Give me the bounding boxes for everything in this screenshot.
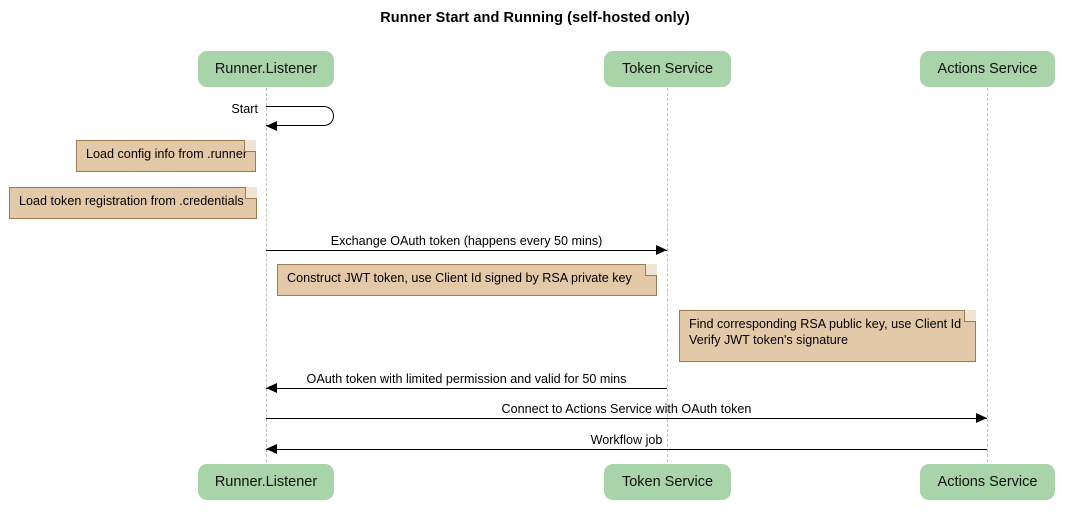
- message-label-connect-actions: Connect to Actions Service with OAuth to…: [501, 402, 752, 416]
- participant-label: Actions Service: [937, 474, 1038, 490]
- note-fold-corner-icon: [645, 264, 657, 276]
- message-line-connect-actions[interactable]: [266, 418, 987, 419]
- participant-label: Runner.Listener: [214, 474, 318, 490]
- note-text: Load token registration from .credential…: [19, 194, 244, 208]
- message-line-exchange[interactable]: [266, 250, 667, 251]
- message-line-workflow-job[interactable]: [266, 449, 987, 450]
- participant-token-bottom[interactable]: Token Service: [604, 464, 731, 500]
- note-load-config: Load config info from .runner: [76, 140, 256, 172]
- arrow-head-exchange: [656, 245, 667, 255]
- arrow-head-workflow-job: [266, 444, 277, 454]
- participant-label: Runner.Listener: [214, 61, 318, 77]
- message-self-loop-start[interactable]: [266, 106, 334, 126]
- message-label-workflow-job: Workflow job: [590, 433, 663, 447]
- note-verify-signature: Find corresponding RSA public key, use C…: [679, 310, 976, 362]
- participant-actions-top[interactable]: Actions Service: [920, 51, 1055, 87]
- lifeline-actions: [987, 88, 988, 462]
- page-title: Runner Start and Running (self-hosted on…: [380, 10, 690, 26]
- note-load-credentials: Load token registration from .credential…: [9, 187, 257, 219]
- note-text-line-1: Find corresponding RSA public key, use C…: [689, 317, 962, 331]
- message-label-start: Start: [231, 102, 258, 116]
- participant-label: Token Service: [621, 474, 714, 490]
- note-fold-corner-icon: [245, 187, 257, 199]
- participant-runner-bottom[interactable]: Runner.Listener: [198, 464, 334, 500]
- note-text: Construct JWT token, use Client Id signe…: [287, 271, 632, 285]
- arrow-head-start: [266, 121, 277, 131]
- participant-label: Actions Service: [937, 61, 1038, 77]
- message-line-oauth-return[interactable]: [266, 388, 667, 389]
- lifeline-runner: [266, 88, 267, 462]
- arrow-head-oauth-return: [266, 383, 277, 393]
- participant-label: Token Service: [621, 61, 714, 77]
- message-label-oauth-return: OAuth token with limited permission and …: [306, 372, 627, 386]
- message-label-exchange: Exchange OAuth token (happens every 50 m…: [330, 234, 603, 248]
- note-fold-corner-icon: [244, 140, 256, 152]
- note-fold-corner-icon: [964, 310, 976, 322]
- note-construct-jwt: Construct JWT token, use Client Id signe…: [277, 264, 657, 296]
- note-text-line-2: Verify JWT token's signature: [689, 333, 848, 347]
- participant-runner-top[interactable]: Runner.Listener: [198, 51, 334, 87]
- lifeline-token: [667, 88, 668, 462]
- participant-token-top[interactable]: Token Service: [604, 51, 731, 87]
- participant-actions-bottom[interactable]: Actions Service: [920, 464, 1055, 500]
- arrow-head-connect-actions: [976, 413, 987, 423]
- note-text: Load config info from .runner: [86, 147, 248, 161]
